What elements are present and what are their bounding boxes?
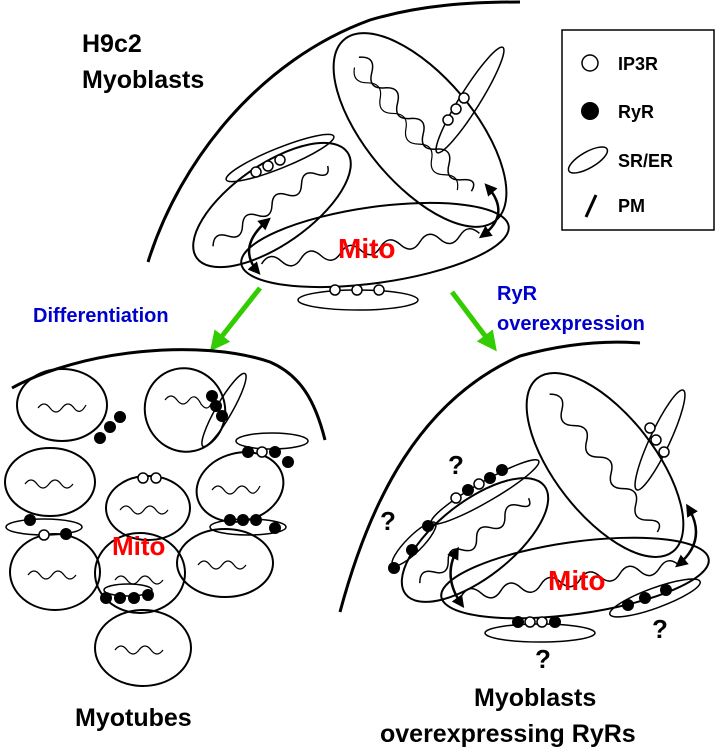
mito-label-overexp: Mito: [548, 565, 606, 596]
title-line2: Myoblasts: [82, 66, 204, 94]
legend-box: IP3R RyR SR/ER PM: [561, 29, 715, 231]
sr-er-ellipse-icon: [567, 146, 609, 174]
pm-line-icon: [584, 194, 598, 218]
myotubes-label: Myotubes: [75, 704, 192, 732]
mito-label-myotubes: Mito: [112, 531, 165, 561]
ryr-overexp-line2: overexpression: [497, 313, 645, 335]
question-mark: ?: [652, 614, 668, 644]
mitochondrion-top-bottom: [240, 201, 510, 289]
question-mark: ?: [380, 506, 396, 536]
double-arrow-icon: [247, 217, 271, 275]
mitochondrion-oe-large: [525, 372, 685, 558]
legend-ip3r: IP3R: [618, 54, 658, 74]
title-line1: H9c2: [82, 30, 142, 58]
ryr-filled-circle-icon: [581, 102, 599, 120]
plasma-membrane-top: [146, 0, 521, 263]
overexpression-panel: ? ? ? ? Mito Myoblasts overexpressing Ry…: [338, 340, 710, 748]
myoblasts-overexp-line1: Myoblasts: [474, 684, 596, 712]
plasma-membrane-overexp: [338, 340, 641, 613]
double-arrow-icon: [675, 503, 698, 568]
legend-ryr: RyR: [618, 102, 654, 122]
ryr-overexp-line1: RyR: [497, 283, 538, 305]
double-arrow-icon: [478, 183, 500, 239]
differentiation-arrow: [210, 286, 262, 352]
question-mark: ?: [535, 644, 551, 674]
sr-er-top-2: [435, 46, 505, 154]
legend-srer: SR/ER: [618, 151, 673, 171]
ryr-overexpression-arrow: [450, 290, 497, 352]
legend-pm: PM: [618, 196, 645, 216]
myotubes-panel: Mito Myotubes: [4, 348, 327, 732]
sr-er-top-1: [225, 133, 335, 183]
plasma-membrane-myotubes: [11, 348, 327, 441]
mitochondrion-oe-left: [400, 477, 550, 603]
myoblasts-overexp-line2: overexpressing RyRs: [380, 720, 636, 748]
differentiation-label: Differentiation: [33, 305, 169, 327]
mitochondrion-oe-bottom: [440, 536, 710, 620]
double-arrow-icon: [447, 546, 465, 609]
question-mark: ?: [448, 450, 464, 480]
top-panel: Mito H9c2 Myoblasts: [82, 0, 521, 311]
transitions: Differentiation RyR overexpression: [33, 283, 645, 352]
ip3r-open-circle-icon: [581, 54, 599, 72]
mitochondrion-top-left: [192, 141, 352, 269]
mito-label-top: Mito: [338, 233, 396, 264]
